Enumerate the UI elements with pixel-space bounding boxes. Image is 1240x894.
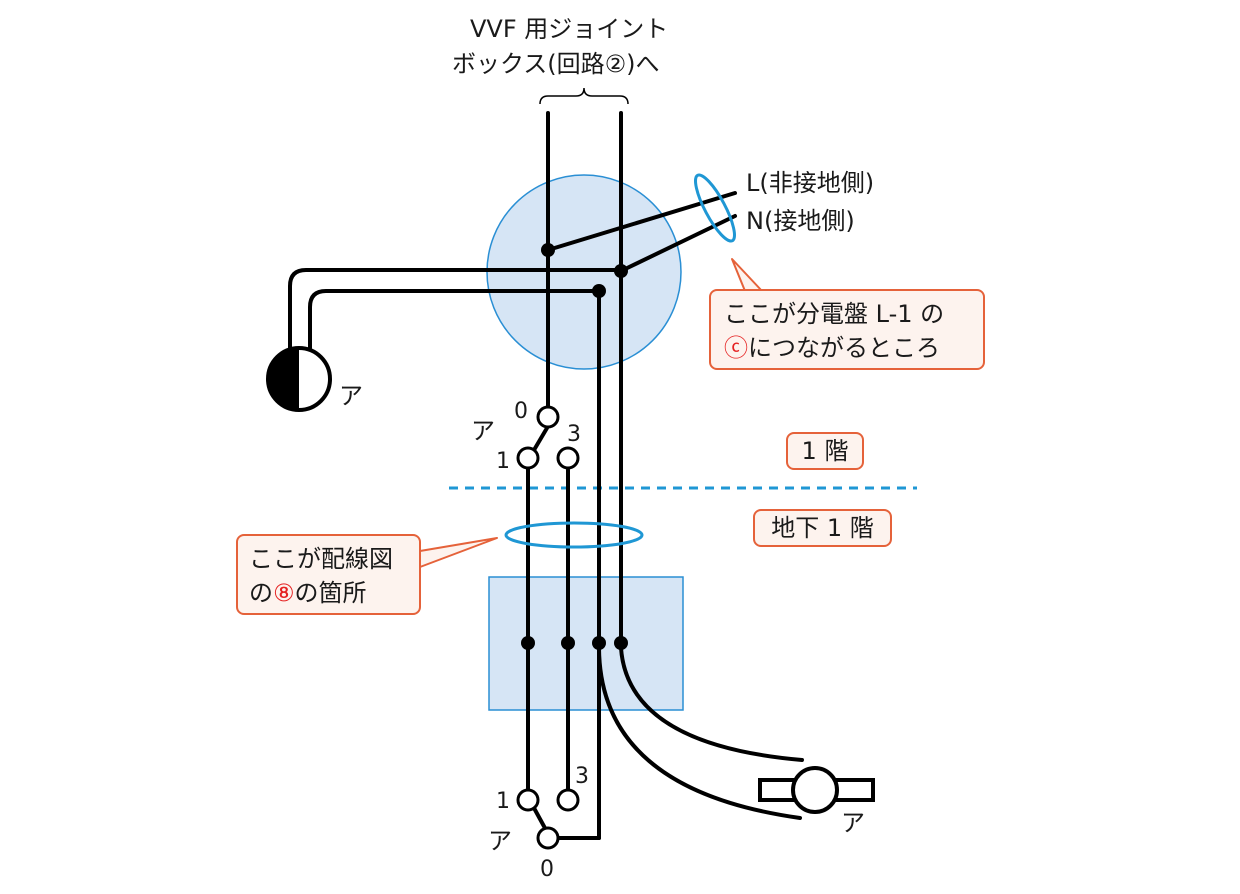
light-wire-1: [597, 646, 802, 820]
upper-terminal-0: [536, 405, 560, 429]
callout-wiring-diagram: ここが配線図 の⑧の箇所: [236, 534, 421, 615]
upper-switch-terminal-3-label: 3: [567, 422, 581, 447]
lower-terminal-0: [536, 826, 560, 850]
callout-left-mark: ⑧: [273, 579, 295, 607]
lower-switch-lever: [532, 806, 548, 832]
callout-distribution-board: ここが分電盤 L-1 の ⓒにつながるところ: [709, 289, 985, 370]
upper-switch-label: ア: [471, 417, 495, 445]
lower-terminal-1: [516, 788, 540, 812]
callout-left-suffix: の箇所: [294, 579, 367, 607]
callout-top-line2-text: につながるところ: [748, 334, 940, 362]
lower-junction-box: [488, 576, 684, 711]
callout-left-prefix: の: [249, 579, 273, 607]
callout-top-line2: ⓒにつながるところ: [724, 331, 983, 365]
feed-l-label: L(非接地側): [746, 169, 874, 197]
wires: [288, 111, 804, 840]
lamp-label: ア: [339, 382, 363, 410]
feed-n-label: N(接地側): [746, 207, 855, 235]
lower-switch-terminal-3-label: 3: [575, 764, 589, 789]
brace: [539, 87, 629, 105]
lower-terminal-3: [556, 788, 580, 812]
cable-grouping-ellipse: [504, 521, 644, 549]
light-wire-2: [619, 646, 804, 762]
callout-top-line1: ここが分電盤 L-1 の: [724, 300, 945, 328]
lower-switch-terminal-0-label: 0: [540, 857, 554, 882]
light-label: ア: [841, 809, 865, 837]
header-line1: VVF 用ジョイント: [470, 15, 668, 43]
upper-terminal-1: [516, 446, 540, 470]
callout-left-line1: ここが配線図: [249, 545, 393, 573]
connection-dot: [614, 264, 628, 278]
connection-dot: [592, 284, 606, 298]
upper-switch-terminal-1-label: 1: [496, 449, 510, 474]
connection-dot: [592, 636, 606, 650]
feed-wire-l: [546, 191, 737, 252]
lamp-icon: [266, 346, 332, 412]
connection-dot: [614, 636, 628, 650]
callout-left-line2: の⑧の箇所: [249, 576, 419, 610]
lamp-wire-outer: [288, 268, 623, 350]
connection-dot: [541, 243, 555, 257]
callout-top-mark: ⓒ: [724, 334, 748, 362]
floor-tag-lower: 地下 1 階: [753, 509, 892, 547]
lower-switch-terminal-1-label: 1: [496, 789, 510, 814]
upper-switch-lever: [532, 426, 549, 452]
switch-terminals: [516, 405, 580, 850]
feed-wire-n: [619, 214, 737, 273]
floor-tag-upper: 1 階: [786, 432, 864, 470]
upper-terminal-3: [556, 446, 580, 470]
callout-top-pointer: [731, 258, 763, 292]
upper-switch-terminal-0-label: 0: [514, 399, 528, 424]
connection-dot: [561, 636, 575, 650]
lamp-wire-inner: [308, 289, 601, 350]
header-line2: ボックス(回路②)へ: [452, 50, 660, 78]
callout-left-pointer: [419, 537, 498, 568]
connection-dots: [521, 243, 628, 650]
lower-switch-label: ア: [488, 827, 512, 855]
fluorescent-light-icon: [758, 766, 875, 814]
feed-grouping-ellipse: [694, 173, 736, 243]
connection-dot: [521, 636, 535, 650]
